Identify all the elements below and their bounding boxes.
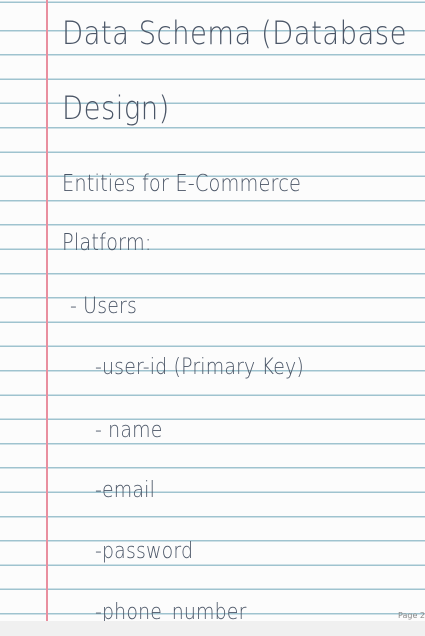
field-phone-number: -phone_number xyxy=(95,600,247,625)
field-password: -password xyxy=(95,539,194,564)
subtitle-line-1: Entities for E-Commerce xyxy=(62,171,302,197)
field-user-id: -user-id (Primary Key) xyxy=(95,355,304,380)
page-number: Page 2 xyxy=(398,611,425,620)
subtitle-line-2: Platform: xyxy=(62,230,152,256)
field-email: -email xyxy=(95,478,156,503)
page-bottom-band xyxy=(0,621,425,636)
title-line-1: Data Schema (Database xyxy=(62,14,407,52)
margin-line xyxy=(46,0,48,636)
entity-users: - Users xyxy=(70,294,138,319)
field-name: - name xyxy=(95,418,163,443)
title-line-2: Design) xyxy=(62,89,170,127)
